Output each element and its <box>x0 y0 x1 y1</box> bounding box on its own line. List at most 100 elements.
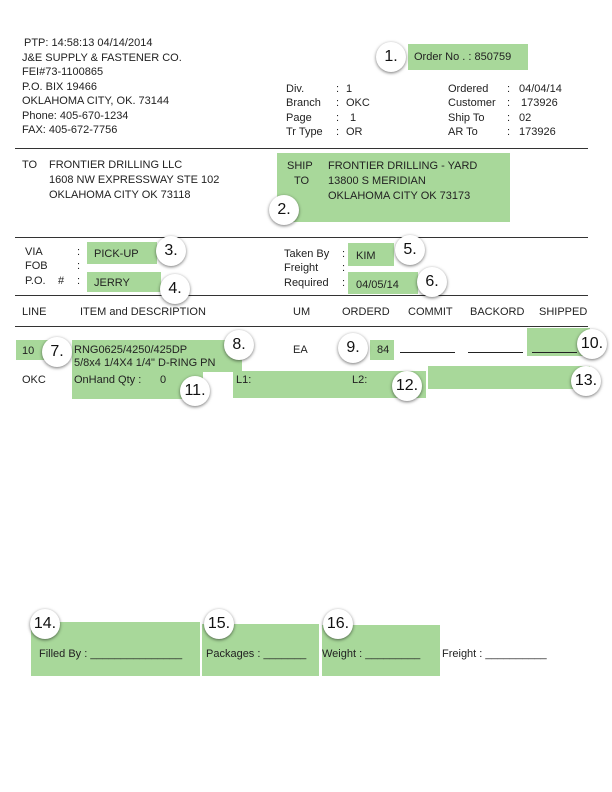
annotation-badge-12: 12. <box>392 371 422 401</box>
item-highlight <box>72 340 242 372</box>
company-phone: Phone: 405-670-1234 <box>22 110 129 122</box>
annotation-badge-16: 16. <box>323 609 353 639</box>
bill-to-address2: OKLAHOMA CITY OK 73118 <box>49 189 191 201</box>
location-l1-label: L1: <box>236 374 252 386</box>
commit-blank <box>400 352 455 353</box>
meta-value-arto: 173926 <box>519 126 556 138</box>
meta-label-branch: Branch <box>286 97 321 109</box>
col-header-commit: COMMIT <box>408 306 453 318</box>
meta-colon: : <box>336 97 340 109</box>
col-header-item: ITEM and DESCRIPTION <box>80 306 206 318</box>
meta-colon: : <box>336 112 340 124</box>
meta-label-customer: Customer <box>448 97 496 109</box>
item-code: RNG0625/4250/425DP <box>74 344 188 356</box>
weight-field: Weight : _________ <box>322 648 421 660</box>
onhand-label: OnHand Qty : <box>74 374 142 386</box>
freight-field: Freight : __________ <box>442 648 547 660</box>
taken-by-highlight <box>348 243 394 266</box>
col-header-line: LINE <box>22 306 47 318</box>
divider <box>15 326 588 327</box>
filled-by-highlight <box>31 622 200 676</box>
annotation-badge-3: 3. <box>156 236 186 266</box>
col-header-um: UM <box>293 306 311 318</box>
annotation-badge-2: 2. <box>269 195 299 225</box>
taken-by-label: Taken By <box>284 248 330 260</box>
bill-to-address1: 1608 NW EXPRESSWAY STE 102 <box>49 174 220 186</box>
company-name: J&E SUPPLY & FASTENER CO. <box>22 52 182 64</box>
annotation-badge-8: 8. <box>224 330 254 360</box>
meta-label-trtype: Tr Type <box>286 126 323 138</box>
ship-to-name: FRONTIER DRILLING - YARD <box>328 160 478 172</box>
meta-label-ordered: Ordered <box>448 83 489 95</box>
ship-to-highlight <box>277 153 510 222</box>
meta-value-div: 1 <box>346 83 353 95</box>
bill-to-label: TO <box>22 159 38 171</box>
meta-colon: : <box>507 83 511 95</box>
required-label: Required <box>284 277 329 289</box>
filled-by-field: Filled By : _______________ <box>39 648 183 660</box>
col-header-ordered: ORDERD <box>342 306 390 318</box>
meta-colon: : <box>507 112 511 124</box>
line-number: 10 <box>22 345 35 357</box>
meta-value-customer: 173926 <box>521 97 558 109</box>
annotation-badge-14: 14. <box>30 609 60 639</box>
po-highlight <box>87 272 161 292</box>
ship-to-label-2: TO <box>294 175 310 187</box>
company-fax: FAX: 405-672-7756 <box>22 124 118 136</box>
meta-label-arto: AR To <box>448 126 478 138</box>
ptp-timestamp: PTP: 14:58:13 04/14/2014 <box>24 37 153 49</box>
company-city: OKLAHOMA CITY, OK. 73144 <box>22 95 170 107</box>
freight-label: Freight <box>284 262 319 274</box>
annotation-badge-7: 7. <box>42 337 72 367</box>
meta-label-shipto: Ship To <box>448 112 485 124</box>
onhand-value: 0 <box>160 374 167 386</box>
unit-of-measure: EA <box>293 344 308 356</box>
taken-by-value: KIM <box>356 250 376 262</box>
info-colon: : <box>342 248 346 260</box>
order-number: Order No . : 850759 <box>414 51 512 63</box>
meta-value-shipto: 02 <box>519 112 532 124</box>
order-no-highlight <box>408 44 528 70</box>
meta-value-trtype: OR <box>346 126 363 138</box>
location-l2-label: L2: <box>352 374 368 386</box>
meta-colon: : <box>336 126 340 138</box>
shipped-blank <box>532 352 577 353</box>
divider <box>15 237 588 238</box>
annotation-badge-5: 5. <box>395 235 425 265</box>
required-value: 04/05/14 <box>356 279 399 291</box>
col-header-backord: BACKORD <box>470 306 525 318</box>
annotation-badge-6: 6. <box>417 267 447 297</box>
meta-label-div: Div. <box>286 83 305 95</box>
annotation-badge-15: 15. <box>204 609 234 639</box>
ship-to-label-1: SHIP <box>287 160 313 172</box>
info-colon: : <box>77 260 81 272</box>
info-colon: : <box>77 246 81 258</box>
annotation-badge-1: 1. <box>376 42 406 72</box>
item-description: 5/8x4 1/4X4 1/4" D-RING PN <box>74 357 216 369</box>
annotation-badge-13: 13. <box>571 366 601 396</box>
company-fei: FEI#73-1100865 <box>22 66 104 78</box>
col-header-shipped: SHIPPED <box>539 306 588 318</box>
branch-code: OKC <box>22 374 46 386</box>
meta-colon: : <box>507 126 511 138</box>
po-label: P.O. <box>25 275 46 287</box>
info-colon: : <box>342 262 346 274</box>
required-highlight <box>348 272 418 294</box>
divider <box>15 295 588 296</box>
meta-value-branch: OKC <box>346 97 370 109</box>
ordered-highlight <box>370 340 394 360</box>
annotation-badge-4: 4. <box>160 274 190 304</box>
annotation-badge-10: 10. <box>577 329 607 359</box>
meta-colon: : <box>336 83 340 95</box>
backord-blank <box>468 352 523 353</box>
via-label: VIA <box>25 246 43 258</box>
info-colon: : <box>77 275 81 287</box>
ship-to-address1: 13800 S MERIDIAN <box>328 175 426 187</box>
packages-field: Packages : _______ <box>206 648 307 660</box>
ordered-qty: 84 <box>377 344 390 356</box>
company-po-box: P.O. BIX 19466 <box>22 81 98 93</box>
divider <box>15 148 588 149</box>
annotation-badge-11: 11. <box>180 376 210 406</box>
extra-highlight <box>428 366 590 389</box>
via-highlight <box>87 242 157 264</box>
